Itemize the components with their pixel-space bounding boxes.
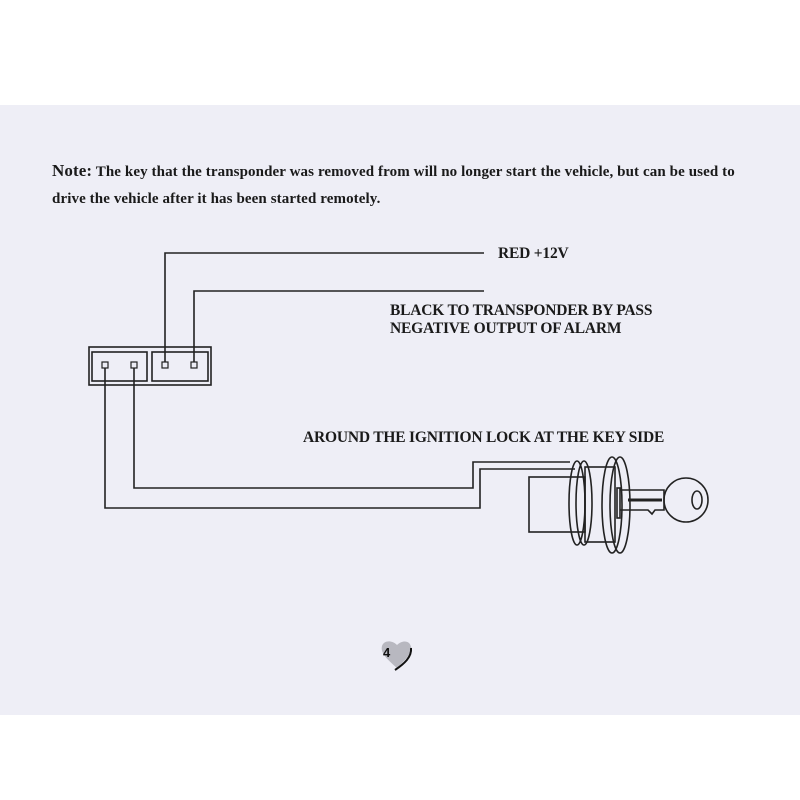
black-wire-label-line1: BLACK TO TRANSPONDER BY PASS bbox=[390, 302, 653, 319]
note-paragraph: Note: The key that the transponder was r… bbox=[52, 157, 752, 213]
note-label: Note: bbox=[52, 161, 93, 180]
loop-wire-inner bbox=[133, 368, 570, 489]
red-wire bbox=[164, 252, 484, 362]
black-wire bbox=[193, 290, 484, 362]
loop-wire-outer bbox=[104, 368, 575, 509]
ignition-label: AROUND THE IGNITION LOCK AT THE KEY SIDE bbox=[303, 429, 665, 446]
red-wire-label: RED +12V bbox=[498, 245, 569, 262]
note-text: The key that the transponder was removed… bbox=[52, 164, 735, 207]
connector bbox=[88, 346, 212, 386]
page-number: 4 bbox=[383, 645, 391, 660]
black-wire-label-line2: NEGATIVE OUTPUT OF ALARM bbox=[390, 320, 622, 337]
key-icon bbox=[620, 477, 709, 523]
ignition-lock bbox=[528, 456, 631, 554]
